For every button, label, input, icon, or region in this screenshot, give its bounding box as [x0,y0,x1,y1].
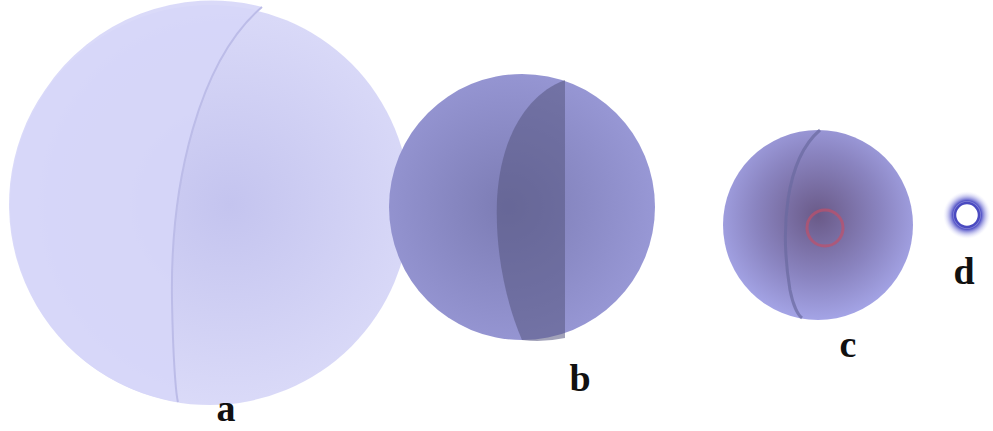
panel-letter: b [569,359,590,397]
panel-letter: c [840,325,857,363]
sphere-d [943,191,991,239]
sphere-d-core [955,203,979,227]
panel-letter: d [953,252,974,290]
core-ring [807,210,843,246]
cut-edge [785,130,820,318]
cut-plane [497,80,565,341]
cut-edge [172,7,262,402]
sphere-b [389,74,655,340]
sphere-c [723,130,913,320]
panel-letter: a [217,389,236,427]
cut-plane [9,1,262,402]
